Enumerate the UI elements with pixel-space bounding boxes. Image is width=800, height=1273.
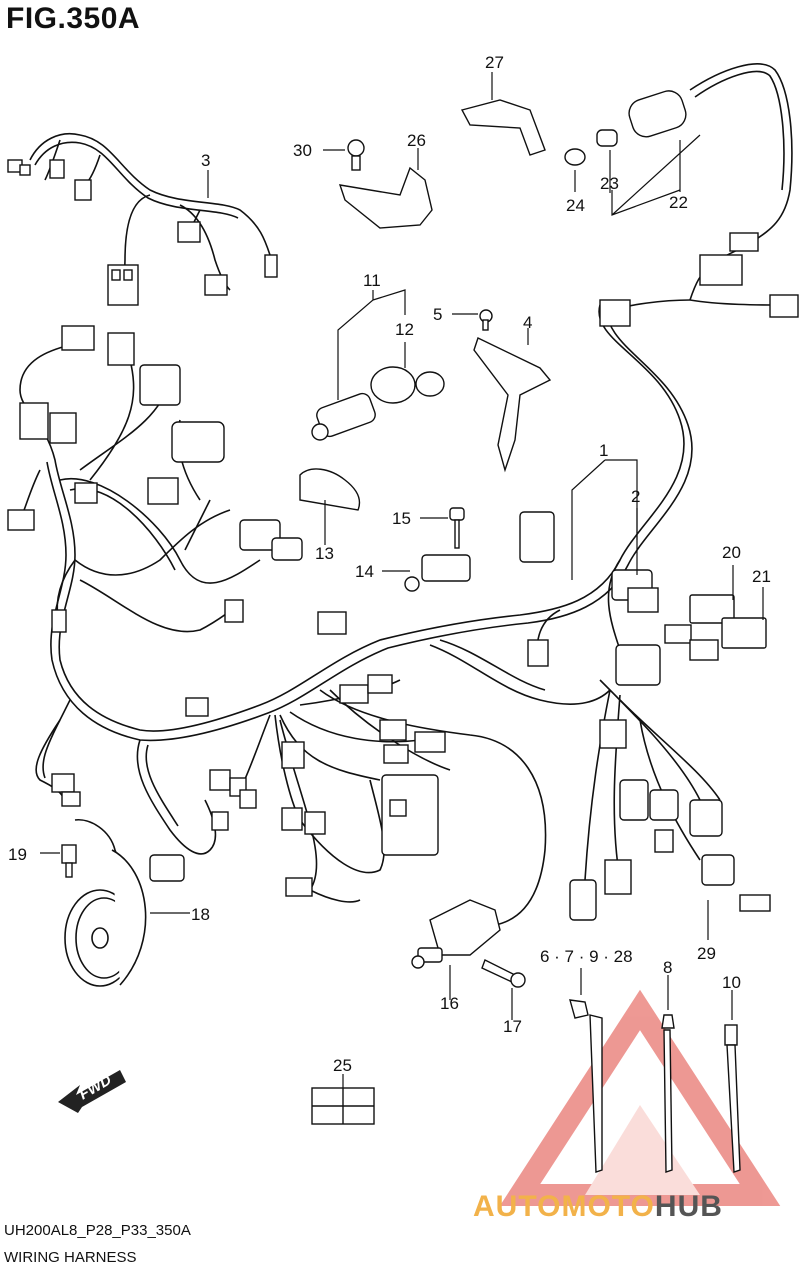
callout-4: 4 [523,313,532,332]
callout-25: 25 [333,1056,352,1075]
callout-12: 12 [395,320,414,339]
callout-10: 10 [722,973,741,992]
switch-14 [404,507,471,592]
sub-harness-3 [29,133,271,291]
callout-27: 27 [485,53,504,72]
callout-19: 19 [8,845,27,864]
bracket-26 [338,139,433,229]
callout-20: 20 [722,543,741,562]
bolt-19 [61,844,77,878]
callout-labels: 3 27 30 26 22 23 24 11 12 5 4 1 2 15 13 … [8,53,771,1075]
callout-22: 22 [669,193,688,212]
switch-16 [411,899,501,969]
callout-23: 23 [600,174,619,193]
bracket-27 [460,99,546,156]
callout-24: 24 [566,196,585,215]
cable-ties [569,999,741,1173]
callout-5: 5 [433,305,442,324]
callout-2: 2 [631,487,640,506]
callout-6-7-9-28: 6 · 7 · 9 · 28 [540,947,633,966]
figure-title: FIG.350A [6,2,141,35]
watermark-logo [499,989,781,1206]
callout-18: 18 [191,905,210,924]
watermark-text-part1: AUTOMOTO [473,1190,655,1223]
bracket-4 [473,309,552,473]
footer-name: WIRING HARNESS [4,1249,137,1266]
plugs-23-24 [564,90,687,166]
callout-8: 8 [663,958,672,977]
pad-13 [299,468,361,511]
socket-11-12 [311,366,445,441]
callout-26: 26 [407,131,426,150]
footer-code: UH200AL8_P28_P33_350A [4,1222,191,1239]
horn-18 [64,819,147,987]
callout-13: 13 [315,544,334,563]
callout-30: 30 [293,141,312,160]
callout-11: 11 [363,271,381,290]
callout-16: 16 [440,994,459,1013]
leader-lines [40,72,764,1088]
callout-1: 1 [599,441,608,460]
callout-15: 15 [392,509,411,528]
callout-3: 3 [201,151,210,170]
callout-21: 21 [752,567,771,586]
label-25 [311,1087,375,1125]
watermark-text-part2: HUB [654,1190,723,1223]
screw-17 [481,959,526,988]
fwd-arrow: FWD [58,1070,126,1113]
callout-17: 17 [503,1017,522,1036]
watermark-text: AUTOMOTOHUB [473,1190,723,1224]
connectors [7,159,799,921]
callout-29: 29 [697,944,716,963]
callout-14: 14 [355,562,374,581]
